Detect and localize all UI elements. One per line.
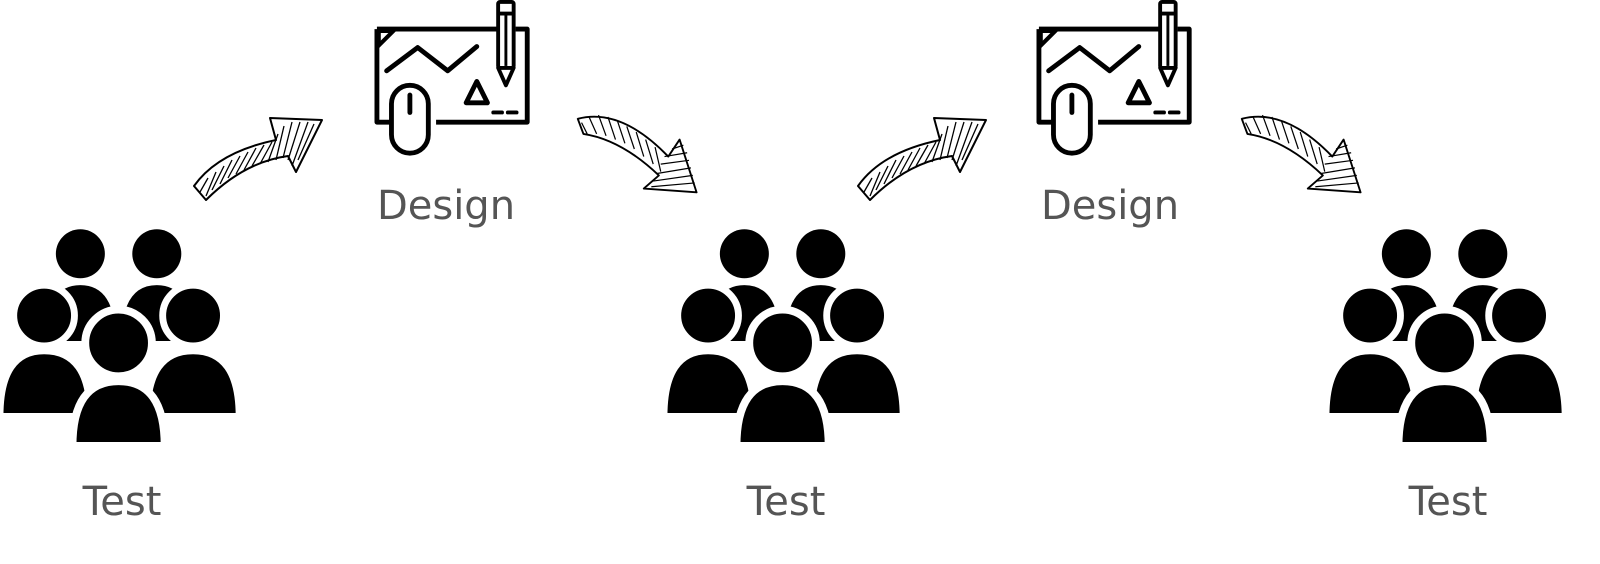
design-drawing-icon	[1034, 0, 1199, 160]
test-label-3: Test	[1408, 479, 1488, 525]
sketched-arrow-up-icon	[188, 104, 328, 204]
design-label-1: Design	[376, 183, 516, 229]
arrow-1	[188, 104, 328, 204]
sketched-arrow-down-icon	[574, 100, 706, 198]
design-step-2	[1034, 0, 1199, 160]
design-step-1	[372, 0, 537, 160]
users-group-icon	[0, 228, 245, 454]
test-label-2: Test	[746, 479, 826, 525]
sketched-arrow-down-icon	[1238, 100, 1370, 198]
test-step-3	[1326, 228, 1571, 454]
users-group-icon	[1326, 228, 1571, 454]
test-step-1	[0, 228, 245, 454]
sketched-arrow-up-icon	[852, 104, 992, 204]
users-group-icon	[664, 228, 909, 454]
arrow-3	[852, 104, 992, 204]
test-label-1: Test	[82, 479, 162, 525]
design-label-2: Design	[1040, 183, 1180, 229]
arrow-4	[1238, 100, 1370, 198]
design-drawing-icon	[372, 0, 537, 160]
test-step-2	[664, 228, 909, 454]
arrow-2	[574, 100, 706, 198]
